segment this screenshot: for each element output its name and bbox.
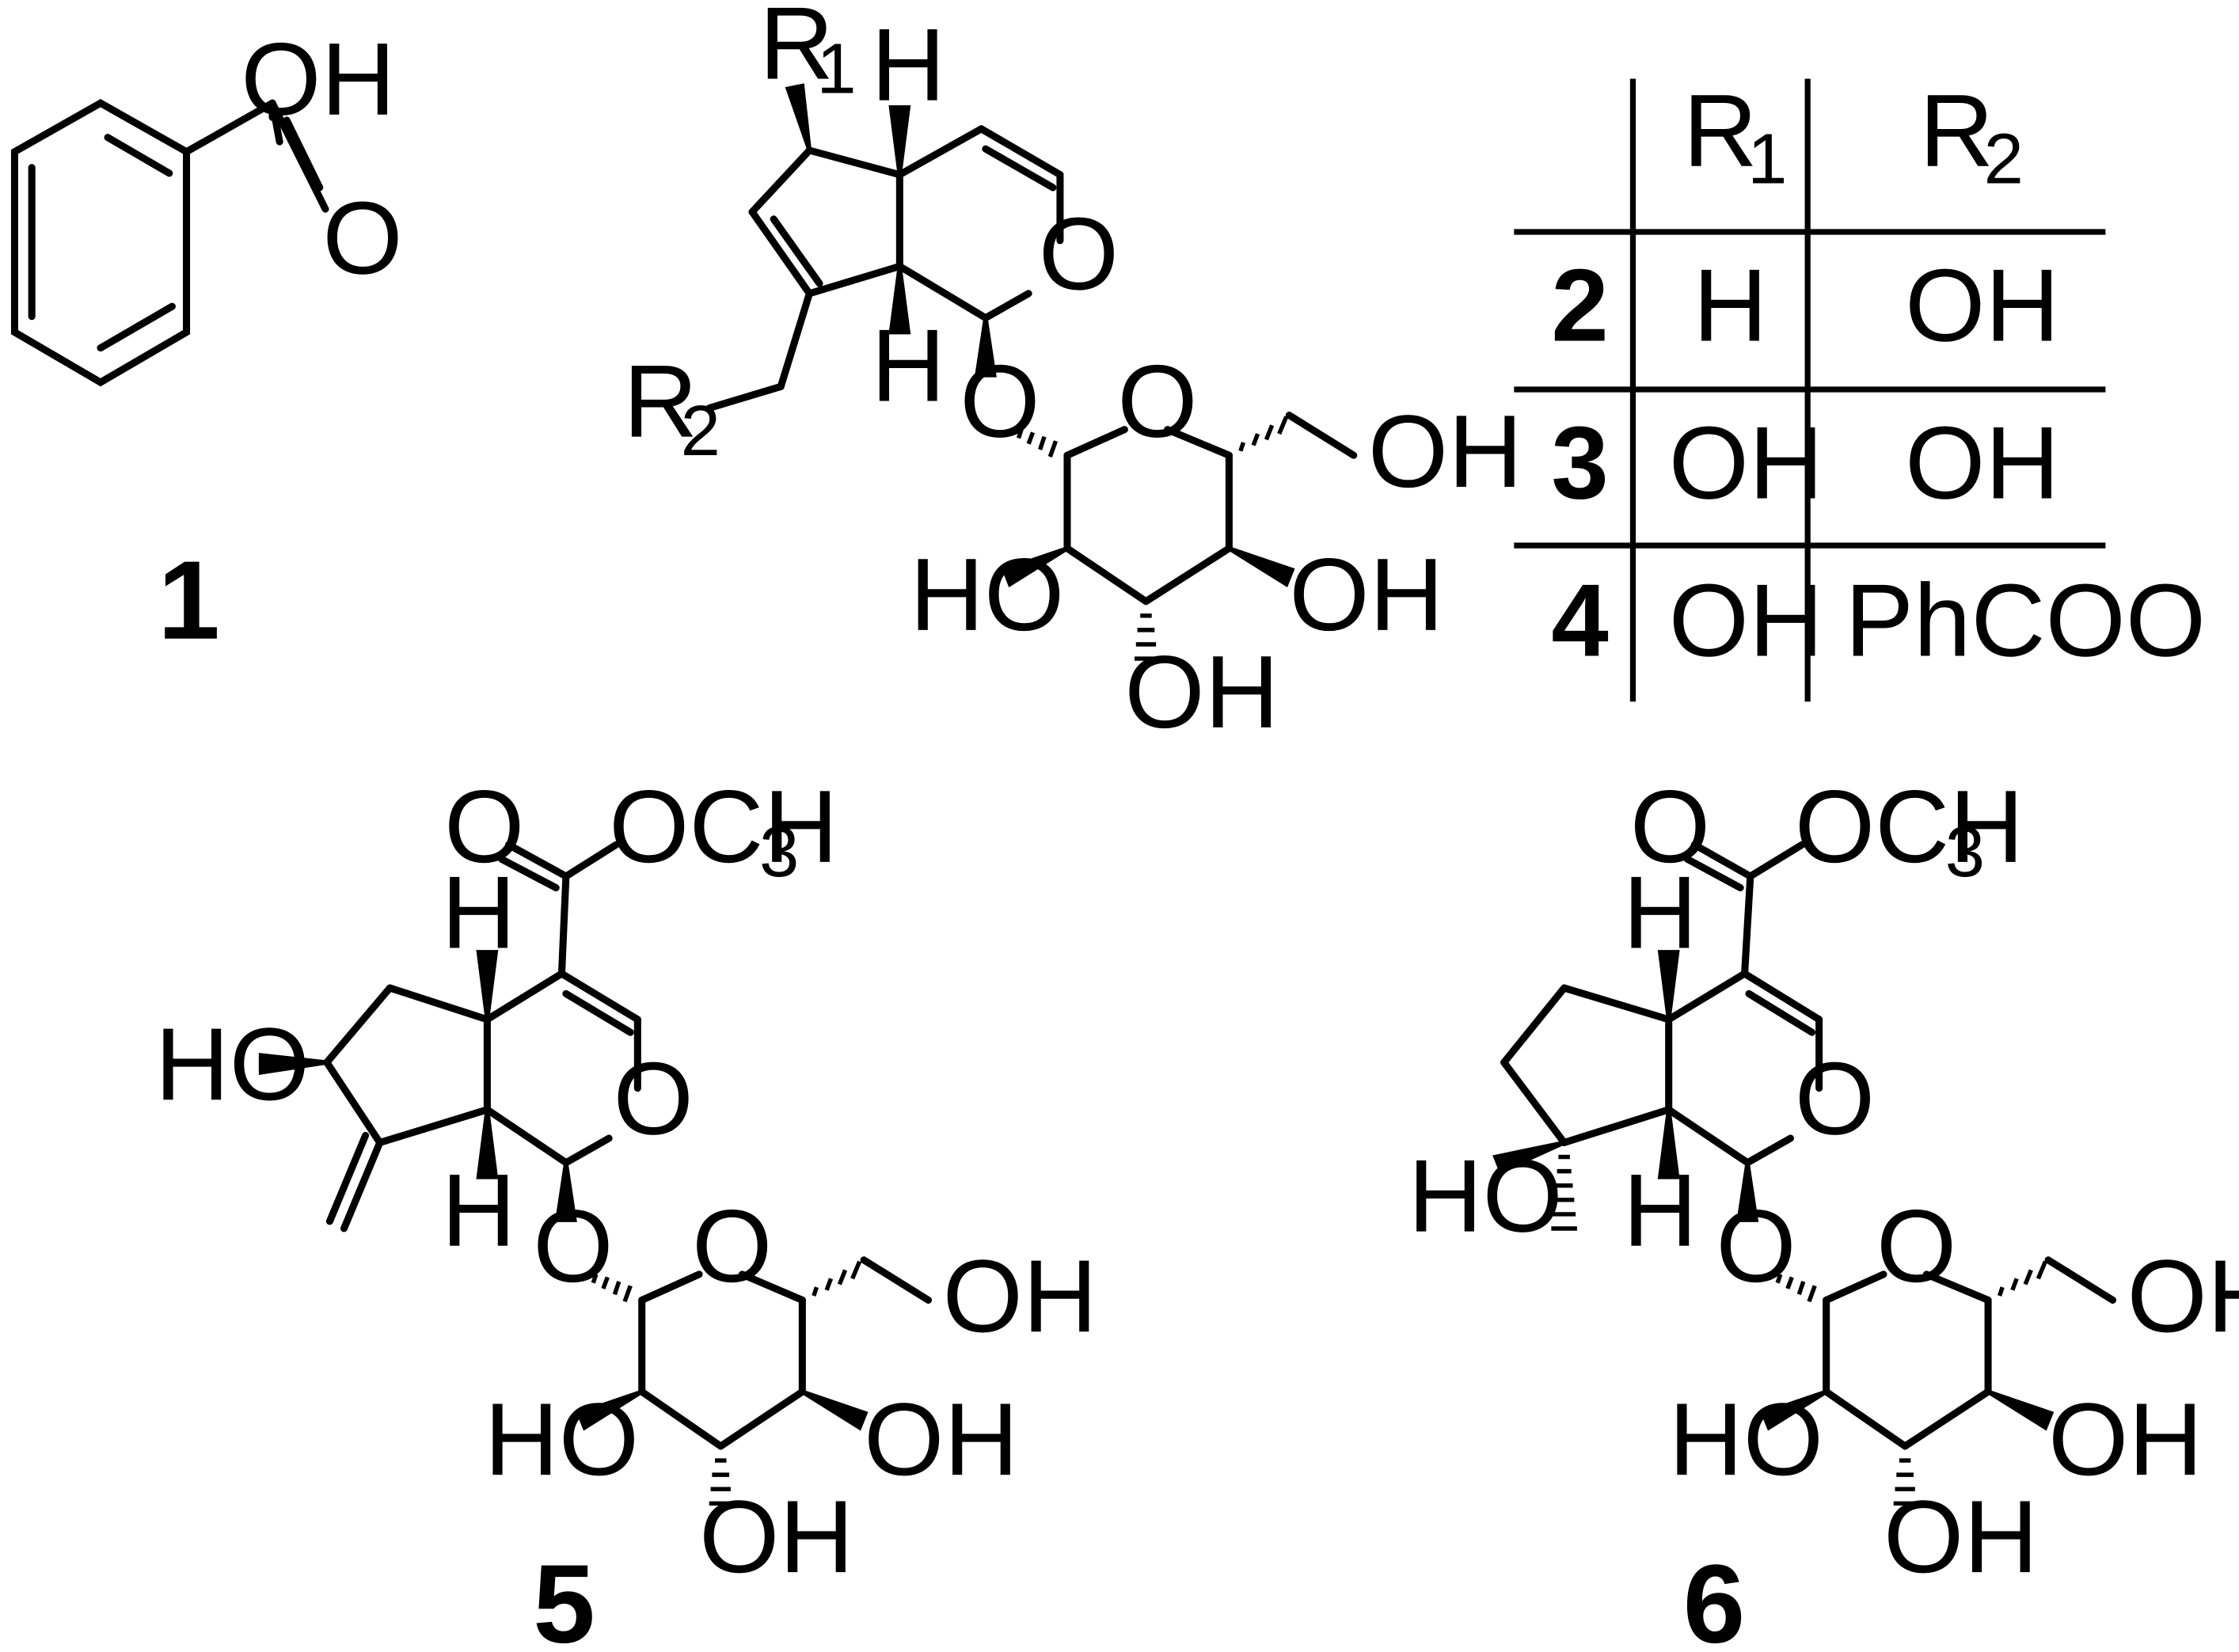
table-cell-r2: OH (1905, 248, 2059, 363)
atom-label: H (871, 7, 945, 123)
atom-label: OH (943, 1238, 1097, 1354)
table-cell-r1: OH (1669, 404, 1823, 520)
compound-6-labels: O OCH 3 H O HO H O O OH HO OH OH 6 (1408, 769, 2239, 1652)
compound-number-1: 1 (158, 537, 219, 663)
atom-label: HO (910, 537, 1064, 652)
compound-6-stereo-bonds (1492, 950, 2055, 1431)
atom-label: OH (1368, 393, 1522, 509)
compound-5-stereo-bonds (258, 950, 869, 1431)
atom-label: OH (2048, 1381, 2203, 1497)
table-cell-r1: OH (1669, 562, 1823, 678)
atom-label: O (444, 769, 524, 884)
atom-label: H (442, 1153, 516, 1268)
atom-label: OH (2127, 1238, 2239, 1354)
compound-2-4-labels: R 1 H O H R 2 O O OH HO OH OH (623, 0, 1522, 750)
compound-6-bonds (1500, 841, 2116, 1450)
compound-5-labels: O OCH 3 H HO O H O O OH HO OH OH 5 (155, 769, 1097, 1652)
atom-label: O (533, 1188, 613, 1304)
atom-label: H (442, 854, 516, 970)
atom-label: O (692, 1188, 772, 1304)
table-cell-compound: 2 (1551, 248, 1608, 363)
atom-label: O (1039, 196, 1119, 311)
table-cell-r2: OH (1905, 404, 2059, 520)
atom-label: OCH (1795, 769, 2024, 884)
atom-label: O (614, 1041, 694, 1156)
atom-label: O (1876, 1188, 1956, 1304)
atom-label: O (1795, 1041, 1875, 1156)
atom-label: HO (1669, 1381, 1823, 1497)
compound-2-4-core (705, 125, 1233, 606)
atom-label: H (1623, 1153, 1697, 1268)
atom-label: OH (241, 21, 395, 137)
atom-label: O (322, 180, 402, 295)
table-cell-r1: H (1693, 248, 1767, 363)
atom-label: HO (485, 1381, 639, 1497)
compound-2-4-hashed-bonds (1016, 416, 1289, 661)
table-cell-r2: PhCOO (1845, 562, 2206, 678)
atom-label: O (1630, 769, 1710, 884)
atom-label: H (1623, 854, 1697, 970)
atom-subscript: 3 (759, 812, 799, 892)
atom-label: OH (1124, 634, 1279, 750)
atom-label: OH (1884, 1479, 2038, 1594)
atom-label: OH (1289, 537, 1443, 652)
compound-1-benzoic-acid (10, 99, 329, 387)
header-r2: R (1919, 73, 1994, 188)
atom-label: H (871, 307, 945, 423)
atom-label: OCH (609, 769, 838, 884)
atom-label: HO (1408, 1138, 1562, 1254)
compound-5-hashed-bonds (591, 1260, 862, 1506)
compound-number-6: 6 (1683, 1541, 1745, 1648)
table-row: 4 OH PhCOO (1551, 562, 2206, 678)
atom-subscript: 3 (1945, 812, 1985, 892)
table-row: 2 H OH (1551, 248, 2059, 363)
compound-number-5: 5 (533, 1541, 595, 1648)
compound-1-labels: OH O 1 (158, 21, 402, 663)
compound-5-bonds (323, 841, 933, 1450)
atom-subscript: 1 (816, 29, 856, 109)
header-r2-subscript: 2 (1984, 120, 2024, 199)
header-r1: R (1683, 73, 1758, 188)
table-cell-compound: 4 (1551, 562, 1608, 678)
substituent-table (1514, 78, 2106, 702)
table-cell-compound: 3 (1551, 404, 1608, 520)
atom-label: R (759, 0, 834, 101)
atom-label: OH (699, 1479, 853, 1594)
atom-label: O (1117, 344, 1197, 459)
compound-2-4-extra-bonds (1285, 412, 1358, 459)
atom-label: HO (155, 1006, 310, 1122)
header-r1-subscript: 1 (1747, 120, 1787, 199)
atom-label: O (960, 344, 1040, 459)
table-header: R 1 R 2 (1683, 73, 2024, 199)
atom-label: OH (864, 1381, 1018, 1497)
compound-6-hashed-bonds (1551, 1154, 2047, 1506)
atom-label: O (1716, 1188, 1796, 1304)
atom-label: R (623, 344, 698, 459)
atom-subscript: 2 (681, 391, 720, 471)
table-row: 3 OH OH (1551, 404, 2059, 520)
compound-2-4-stereo-bonds (785, 83, 1295, 588)
